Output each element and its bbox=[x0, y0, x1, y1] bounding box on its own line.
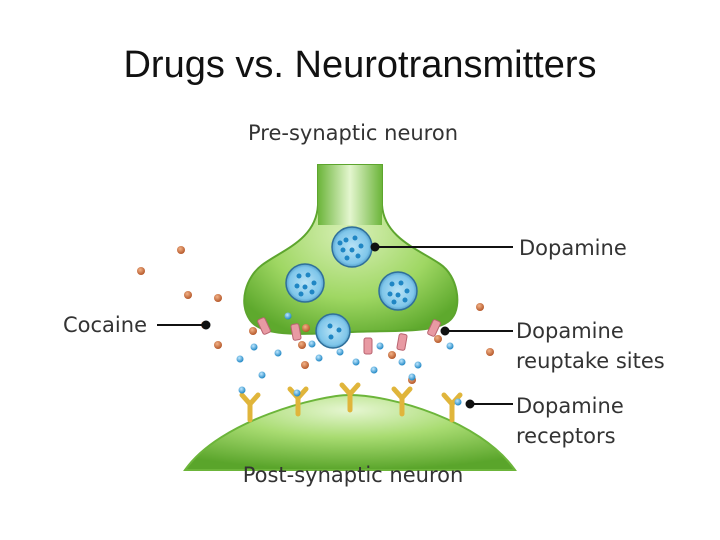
receptors-label-line2: receptors bbox=[516, 424, 616, 448]
vesicle-fusing bbox=[315, 313, 351, 349]
post-synaptic-label: Post-synaptic neuron bbox=[243, 463, 464, 487]
receptors-label-line1: Dopamine bbox=[516, 394, 624, 418]
pre-synaptic-label: Pre-synaptic neuron bbox=[248, 121, 458, 145]
vesicle bbox=[331, 226, 373, 268]
reuptake-label-line1: Dopamine bbox=[516, 319, 624, 343]
cocaine-label: Cocaine bbox=[63, 313, 147, 337]
slide-title: Drugs vs. Neurotransmitters bbox=[123, 44, 597, 86]
dopamine-molecule bbox=[236, 312, 462, 406]
dopamine-label: Dopamine bbox=[519, 236, 627, 260]
dopamine-receptor bbox=[239, 382, 463, 423]
vesicle bbox=[378, 271, 418, 311]
vesicle bbox=[285, 263, 325, 303]
callout-lines bbox=[157, 242, 513, 409]
reuptake-label-line2: reuptake sites bbox=[516, 349, 665, 373]
reuptake-site bbox=[257, 317, 441, 355]
